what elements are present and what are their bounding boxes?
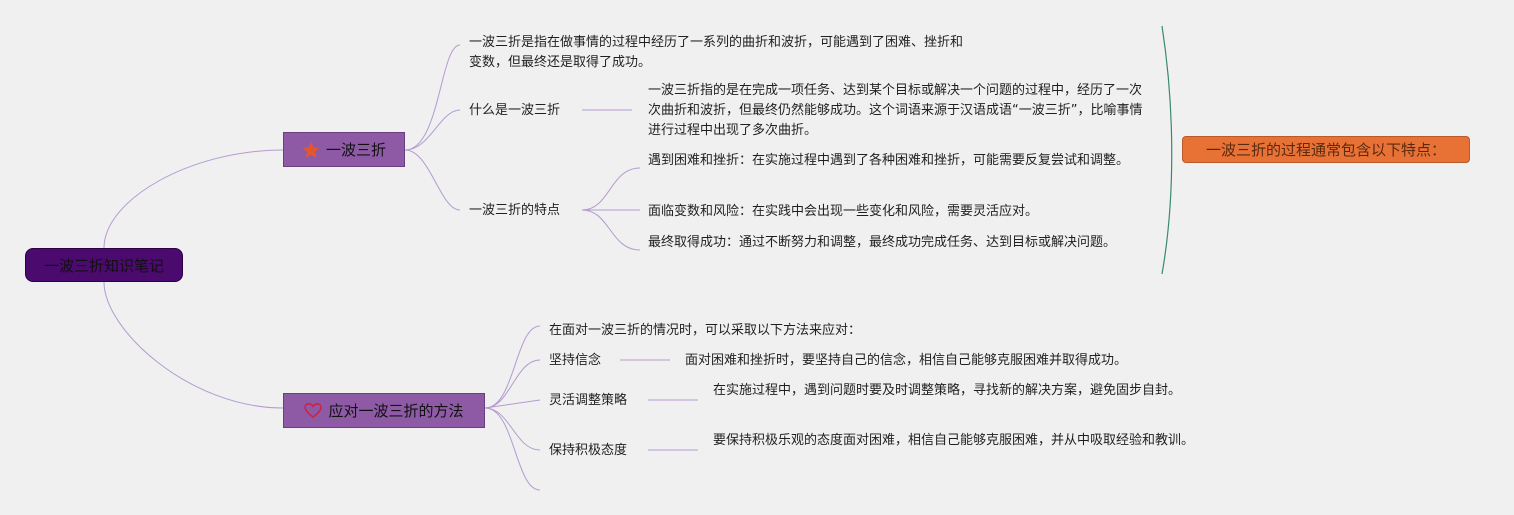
feature-item-3: 最终取得成功：通过不断努力和调整，最终成功完成任务、达到目标或解决问题。	[648, 235, 1117, 250]
topic-what-label[interactable]: 什么是一波三折	[469, 103, 561, 118]
link-features	[404, 149, 461, 211]
branch2-label: 应对一波三折的方法	[328, 402, 464, 420]
root-label: 一波三折知识笔记	[43, 256, 164, 275]
link-root-branch2	[103, 281, 284, 409]
branch-node-yibosanzhe[interactable]: 一波三折	[283, 132, 405, 167]
topic-features-label[interactable]: 一波三折的特点	[469, 203, 561, 218]
feature-item-2: 面临变数和风险：在实践中会出现一些变化和风险，需要灵活应对。	[648, 204, 1039, 219]
summary-node[interactable]: 一波三折的过程通常包含以下特点：	[1182, 136, 1470, 163]
link-item-2	[484, 399, 541, 409]
root-node[interactable]: 一波三折知识笔记	[25, 248, 183, 282]
method-text-2: 在实施过程中，遇到问题时要及时调整策略，寻找新的解决方案，避免固步自封。	[713, 383, 1182, 398]
link-what	[404, 109, 461, 151]
link-feature-1	[581, 167, 641, 211]
topic-what-text: 一波三折指的是在完成一项任务、达到某个目标或解决一个问题的过程中，经历了一次次曲…	[648, 83, 1143, 138]
star-icon	[302, 141, 320, 159]
link-empty	[484, 407, 541, 491]
link-intro	[484, 325, 541, 409]
methods-intro: 在面对一波三折的情况时，可以采取以下方法来应对：	[549, 323, 862, 338]
feature-item-1: 遇到困难和挫折：在实施过程中遇到了各种困难和挫折，可能需要反复尝试和调整。	[648, 153, 1130, 168]
summary-label: 一波三折的过程通常包含以下特点：	[1205, 141, 1446, 159]
summary-bracket	[1161, 25, 1173, 275]
branch-node-methods[interactable]: 应对一波三折的方法	[283, 393, 485, 428]
definition-text: 一波三折是指在做事情的过程中经历了一系列的曲折和波折，可能遇到了困难、挫折和变数…	[469, 35, 964, 70]
method-text-3: 要保持积极乐观的态度面对困难，相信自己能够克服困难，并从中吸取经验和教训。	[713, 433, 1195, 448]
method-label-2[interactable]: 灵活调整策略	[549, 393, 628, 408]
heart-icon	[304, 402, 323, 419]
link-definition	[404, 44, 461, 151]
link-root-branch1	[103, 149, 284, 249]
link-feature-3	[581, 209, 641, 251]
method-label-3[interactable]: 保持积极态度	[549, 443, 628, 458]
method-label-1[interactable]: 坚持信念	[549, 353, 602, 368]
method-text-1: 面对困难和挫折时，要坚持自己的信念，相信自己能够克服困难并取得成功。	[685, 353, 1128, 368]
branch1-label: 一波三折	[325, 141, 386, 159]
